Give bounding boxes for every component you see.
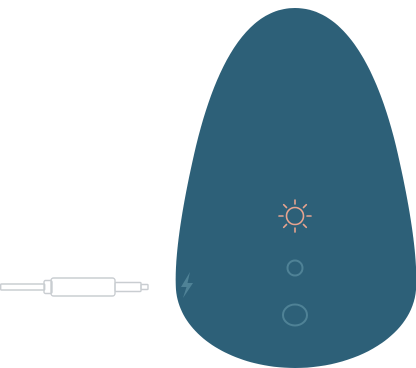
device-shell bbox=[176, 8, 416, 368]
